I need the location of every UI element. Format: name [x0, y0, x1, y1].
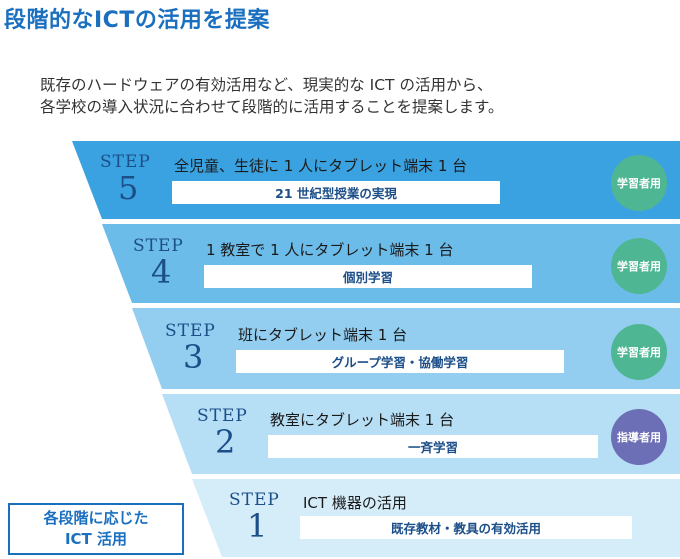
step-number: 2 [215, 423, 236, 461]
intro-text: 既存のハードウェアの有効活用など、現実的な ICT の活用から、 各学校の導入状… [40, 74, 680, 118]
step-word: STEP [165, 321, 216, 341]
stage-note-box: 各段階に応じた ICT 活用 [8, 503, 184, 555]
step-2-title: 教室にタブレット端末 1 台 [270, 411, 455, 429]
step-4-band [102, 224, 680, 303]
step-number: 3 [183, 338, 204, 376]
step-2-badge: 指導者用 [611, 409, 667, 465]
step-number: 4 [151, 253, 172, 291]
step-5-band [72, 141, 680, 219]
step-4-badge: 学習者用 [611, 238, 667, 294]
step-4-label: STEP 4 [133, 236, 184, 288]
step-word: STEP [100, 152, 151, 172]
step-3-badge: 学習者用 [611, 324, 667, 380]
step-5-label: STEP 5 [100, 152, 151, 204]
step-number: 5 [118, 169, 139, 207]
step-3-label: STEP 3 [165, 321, 216, 373]
step-4-goal: 個別学習 [204, 265, 532, 288]
step-4-title: 1 教室で 1 人にタブレット端末 1 台 [206, 241, 454, 259]
step-word: STEP [229, 490, 280, 510]
step-1-label: STEP 1 [229, 490, 280, 542]
step-number: 1 [247, 507, 268, 545]
page-title: 段階的なICTの活用を提案 [4, 8, 270, 33]
step-2-goal: 一斉学習 [268, 435, 598, 458]
stage-note-line: 各段階に応じた [43, 509, 149, 527]
step-5-title: 全児童、生徒に 1 人にタブレット端末 1 台 [174, 157, 468, 175]
step-word: STEP [133, 236, 184, 256]
step-1-goal: 既存教材・教具の有効活用 [300, 516, 632, 539]
step-3-title: 班にタブレット端末 1 台 [238, 326, 408, 344]
step-1-title: ICT 機器の活用 [303, 494, 407, 512]
step-word: STEP [197, 406, 248, 426]
step-2-label: STEP 2 [197, 406, 248, 458]
step-5-goal: 21 世紀型授業の実現 [172, 181, 500, 204]
intro-line: 既存のハードウェアの有効活用など、現実的な ICT の活用から、 [40, 76, 493, 94]
stage-note-line: ICT 活用 [64, 530, 128, 548]
step-5-badge: 学習者用 [611, 155, 667, 211]
step-3-goal: グループ学習・協働学習 [236, 350, 564, 373]
intro-line: 各学校の導入状況に合わせて段階的に活用することを提案します。 [40, 98, 504, 116]
